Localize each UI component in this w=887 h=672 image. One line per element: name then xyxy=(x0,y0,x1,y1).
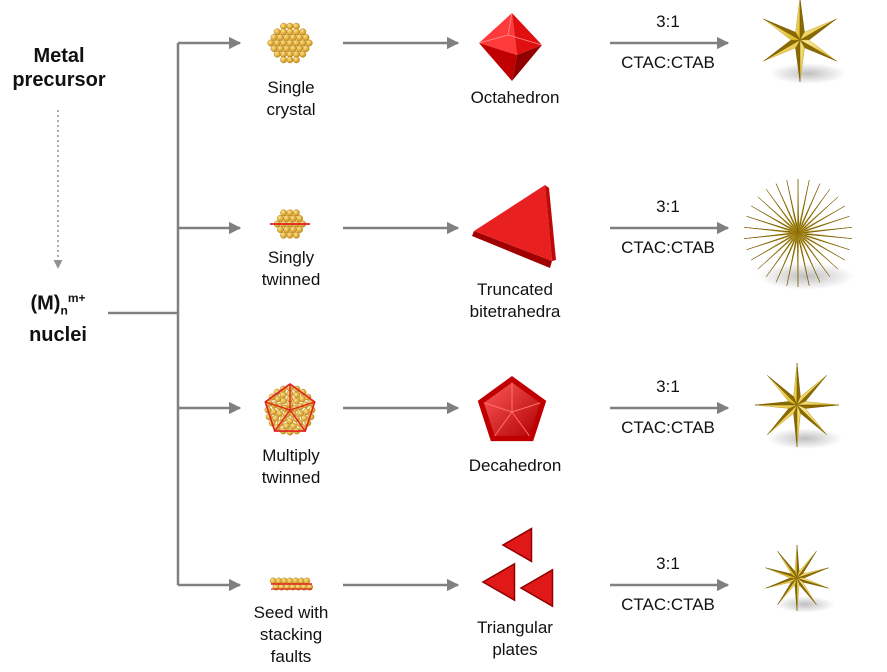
branch-lines xyxy=(108,43,180,585)
decahedron-icon xyxy=(477,376,547,442)
shape-label: Truncated bitetrahedra xyxy=(450,279,580,323)
triangular-plates-icon xyxy=(481,527,554,608)
ratio-label: 3:1 xyxy=(656,377,680,396)
surfactant-label: CTAC:CTAB xyxy=(621,238,715,257)
shape-icons xyxy=(472,12,556,608)
shape-label-line: bitetrahedra xyxy=(469,302,561,321)
surfactant-label: CTAC:CTAB xyxy=(621,418,715,437)
seed-label-line: twinned xyxy=(261,270,321,289)
surfactant-label: CTAC:CTAB xyxy=(621,53,715,72)
multiply-twinned-seed-icon xyxy=(264,383,316,436)
ratio-label: 3:1 xyxy=(656,554,680,573)
truncated-bitetrahedra-icon xyxy=(472,185,556,268)
seed-label-line: twinned xyxy=(261,468,321,487)
seed-label: Singly twinned xyxy=(236,247,346,291)
seed-label-line: crystal xyxy=(266,100,316,119)
star-particle-icon xyxy=(763,0,846,85)
star-particle-icon xyxy=(765,544,835,613)
seed-label: Multiply twinned xyxy=(236,445,346,489)
shape-label-line: Octahedron xyxy=(470,88,560,107)
seed-label-line: Singly xyxy=(267,248,315,267)
star-icons xyxy=(744,0,855,613)
ratio-label: 3:1 xyxy=(656,197,680,216)
row-arrows xyxy=(178,36,730,592)
nuclei-label: (M)nm+ nuclei xyxy=(29,291,87,346)
shape-label-line: Decahedron xyxy=(468,456,562,475)
seed-label-line: faults xyxy=(270,647,312,666)
shape-label: Triangular plates xyxy=(450,617,580,661)
seed-label-line: Seed with xyxy=(253,603,329,622)
metal-precursor-label: Metal precursor xyxy=(12,45,106,91)
seed-label-line: Multiply xyxy=(262,446,320,465)
shape-label: Decahedron xyxy=(450,455,580,477)
seed-label: Single crystal xyxy=(236,77,346,121)
spiky-star-particle-icon xyxy=(744,178,855,290)
shape-label-line: Truncated xyxy=(477,280,553,299)
star-particle-icon xyxy=(754,362,843,450)
seed-icons xyxy=(264,22,316,591)
stacking-fault-seed-icon xyxy=(269,577,313,591)
singly-twinned-seed-icon xyxy=(270,209,310,239)
ratio-label: 3:1 xyxy=(656,12,680,31)
octahedron-icon xyxy=(478,12,543,81)
shape-label-line: plates xyxy=(492,640,538,659)
surfactant-label: CTAC:CTAB xyxy=(621,595,715,614)
seed-label-line: Single xyxy=(267,78,315,97)
seed-label-line: stacking xyxy=(259,625,323,644)
shape-label: Octahedron xyxy=(450,87,580,109)
shape-label-line: Triangular xyxy=(477,618,553,637)
single-crystal-seed-icon xyxy=(267,22,313,64)
seed-label: Seed with stacking faults xyxy=(236,602,346,668)
